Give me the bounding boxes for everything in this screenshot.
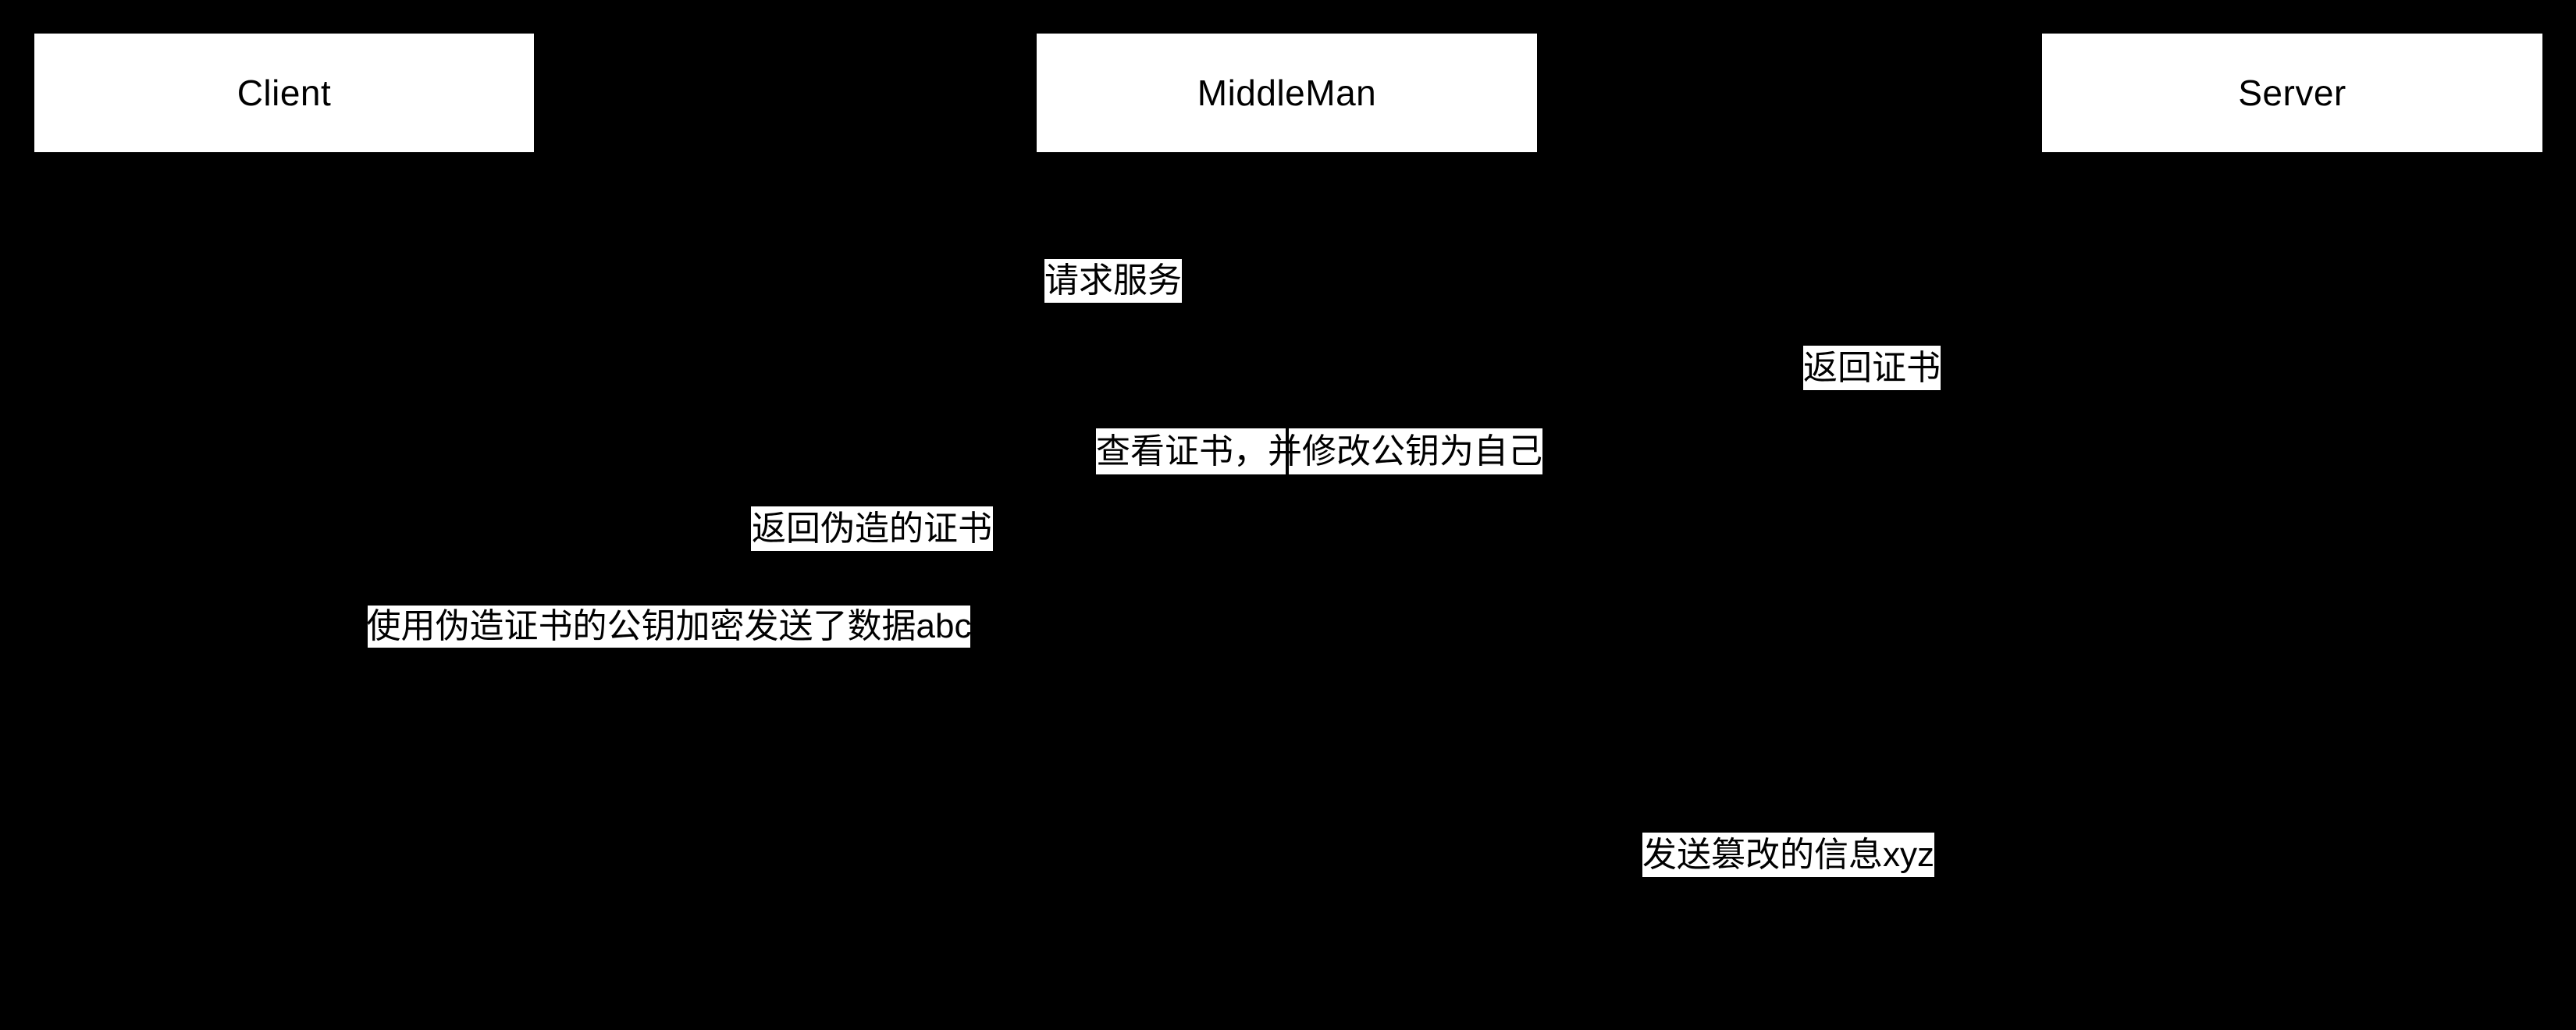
message-inspect-and-replace-key: 查看证书，并修改公钥为自己 <box>1096 428 1542 474</box>
message-request-service-label: 请求服务 <box>1044 261 1182 300</box>
message-return-forged-certificate-label: 返回伪造的证书 <box>752 509 992 548</box>
message-return-certificate-label: 返回证书 <box>1803 348 1941 387</box>
middleman-lifeline-segment <box>1286 428 1289 474</box>
message-send-encrypted-data-abc-label: 使用伪造证书的公钥加密发送了数据abc <box>368 607 970 645</box>
actor-label-client: Client <box>237 73 332 113</box>
actor-box-server: Server <box>2042 34 2542 152</box>
actor-box-middleman: MiddleMan <box>1037 34 1537 152</box>
actor-label-server: Server <box>2238 73 2347 113</box>
message-send-encrypted-data-abc: 使用伪造证书的公钥加密发送了数据abc <box>368 606 970 648</box>
actor-box-client: Client <box>34 34 534 152</box>
message-request-service: 请求服务 <box>1044 259 1182 303</box>
message-return-forged-certificate: 返回伪造的证书 <box>751 506 993 551</box>
message-inspect-and-replace-key-label: 查看证书，并修改公钥为自己 <box>1096 432 1542 471</box>
message-send-tampered-info-xyz: 发送篡改的信息xyz <box>1642 833 1934 877</box>
message-send-tampered-info-xyz-label: 发送篡改的信息xyz <box>1642 835 1934 874</box>
actor-label-middleman: MiddleMan <box>1197 73 1377 113</box>
message-return-certificate: 返回证书 <box>1803 346 1941 390</box>
